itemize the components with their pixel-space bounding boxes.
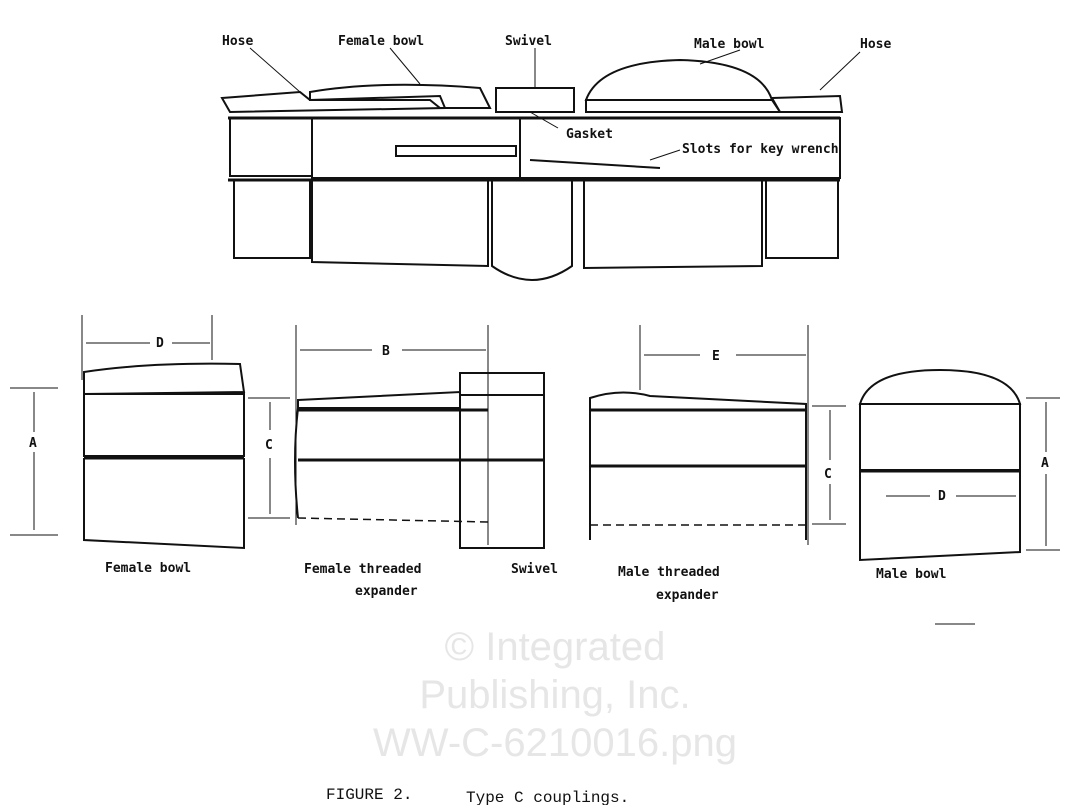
label-part-male-bowl: Male bowl [876,567,946,582]
label-swivel: Swivel [505,34,552,49]
label-gasket: Gasket [566,127,613,142]
assembly-drawing [220,47,861,281]
label-part-male-expander-line2: expander [656,588,719,603]
label-slots-key-wrench: Slots for key wrench [682,142,839,157]
dim-a-left: A [29,436,37,451]
watermark-line1: © Integrated [445,625,666,669]
label-part-female-expander-line1: Female threaded [304,562,421,577]
label-part-swivel: Swivel [511,562,558,577]
male-expander-part [589,325,846,545]
label-part-female-bowl: Female bowl [105,561,191,576]
dim-d-left: D [156,336,164,351]
watermark-line3: WW-C-6210016.png [373,721,737,765]
dim-e: E [712,349,720,364]
female-bowl-part [10,315,246,550]
label-hose-right: Hose [860,37,891,52]
label-part-female-expander-line2: expander [355,584,418,599]
watermark-line2: Publishing, Inc. [419,673,690,717]
dim-a-right: A [1041,456,1049,471]
male-bowl-part [858,368,1060,625]
dim-b: B [382,344,390,359]
caption-title: Type C couplings. [466,789,629,805]
label-hose-left: Hose [222,34,253,49]
watermark: © Integrated Publishing, Inc. WW-C-62100… [373,625,737,765]
dim-d-right: D [938,489,946,504]
label-part-male-expander-line1: Male threaded [618,565,720,580]
dim-c-left: C [265,438,273,453]
caption-figure-number: FIGURE 2. [326,786,412,804]
dim-c-right: C [824,467,832,482]
label-female-bowl: Female bowl [338,34,424,49]
label-male-bowl: Male bowl [694,37,764,52]
female-expander-part [248,325,545,549]
